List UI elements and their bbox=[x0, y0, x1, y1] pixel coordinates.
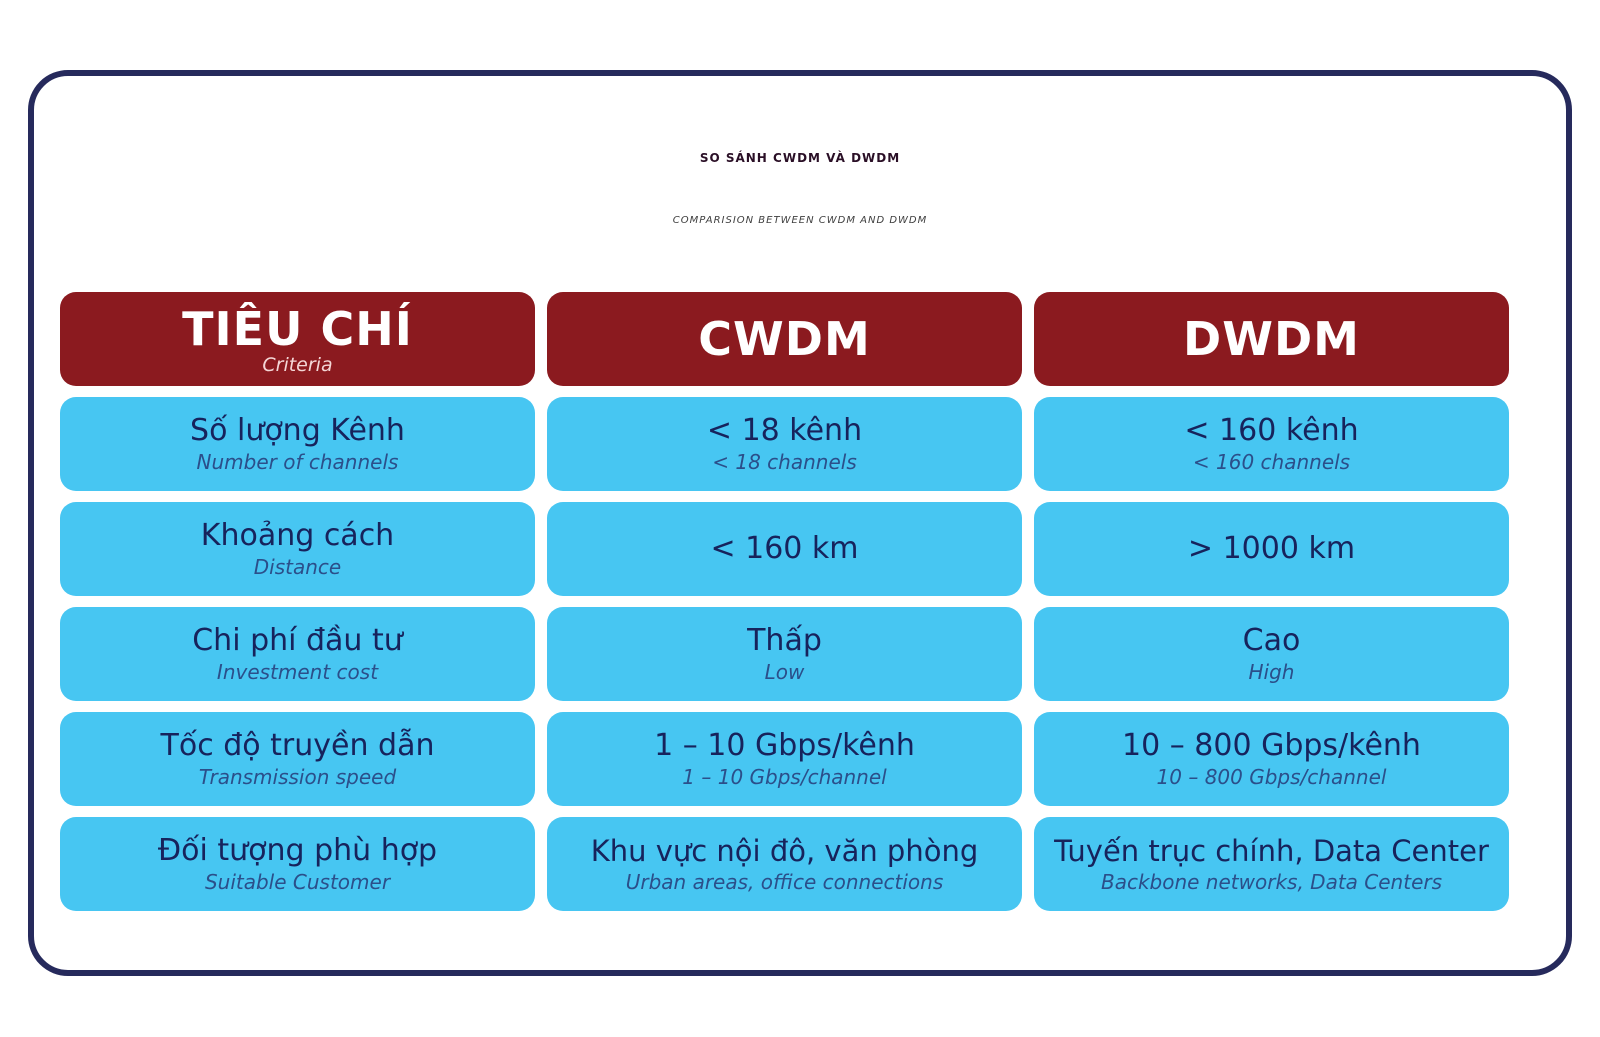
criteria-sub: Investment cost bbox=[216, 660, 379, 684]
cwdm-cell: Khu vực nội đô, văn phòng Urban areas, o… bbox=[547, 817, 1022, 911]
cwdm-sub: 1 – 10 Gbps/channel bbox=[682, 765, 887, 789]
criteria-cell: Số lượng Kênh Number of channels bbox=[60, 397, 535, 491]
header-criteria: TIÊU CHÍ Criteria bbox=[60, 292, 535, 386]
header-dwdm: DWDM bbox=[1034, 292, 1509, 386]
dwdm-cell: Cao High bbox=[1034, 607, 1509, 701]
cwdm-cell: 1 – 10 Gbps/kênh 1 – 10 Gbps/channel bbox=[547, 712, 1022, 806]
page-subtitle: COMPARISION BETWEEN CWDM AND DWDM bbox=[672, 215, 928, 226]
cwdm-sub: Low bbox=[764, 660, 805, 684]
header-criteria-label: TIÊU CHÍ bbox=[182, 302, 413, 356]
header-cwdm-label: CWDM bbox=[698, 312, 871, 366]
dwdm-sub: High bbox=[1248, 660, 1295, 684]
dwdm-cell: Tuyến trục chính, Data Center Backbone n… bbox=[1034, 817, 1509, 911]
criteria-label: Đối tượng phù hợp bbox=[157, 833, 438, 868]
dwdm-cell: > 1000 km bbox=[1034, 502, 1509, 596]
dwdm-sub: 10 – 800 Gbps/channel bbox=[1156, 765, 1387, 789]
dwdm-sub: < 160 channels bbox=[1192, 450, 1351, 474]
cwdm-cell: Thấp Low bbox=[547, 607, 1022, 701]
cwdm-value: Khu vực nội đô, văn phòng bbox=[590, 834, 979, 868]
dwdm-value: > 1000 km bbox=[1187, 531, 1356, 566]
criteria-sub: Suitable Customer bbox=[204, 870, 391, 894]
dwdm-value: Tuyến trục chính, Data Center bbox=[1054, 834, 1489, 868]
header-cwdm: CWDM bbox=[547, 292, 1022, 386]
cwdm-value: < 18 kênh bbox=[706, 413, 863, 448]
cwdm-sub: < 18 channels bbox=[712, 450, 857, 474]
criteria-sub: Distance bbox=[253, 555, 342, 579]
cwdm-sub: Urban areas, office connections bbox=[625, 870, 944, 894]
criteria-sub: Transmission speed bbox=[198, 765, 397, 789]
cwdm-cell: < 18 kênh < 18 channels bbox=[547, 397, 1022, 491]
header-criteria-sub: Criteria bbox=[262, 354, 333, 376]
criteria-cell: Đối tượng phù hợp Suitable Customer bbox=[60, 817, 535, 911]
criteria-label: Số lượng Kênh bbox=[190, 413, 405, 448]
dwdm-sub: Backbone networks, Data Centers bbox=[1100, 870, 1443, 894]
cwdm-value: Thấp bbox=[747, 623, 822, 658]
page-title: SO SÁNH CWDM VÀ DWDM bbox=[699, 151, 901, 165]
criteria-sub: Number of channels bbox=[196, 450, 399, 474]
header-dwdm-label: DWDM bbox=[1183, 312, 1360, 366]
cwdm-value: < 160 km bbox=[710, 531, 859, 566]
criteria-label: Khoảng cách bbox=[200, 518, 395, 553]
cwdm-value: 1 – 10 Gbps/kênh bbox=[654, 728, 915, 763]
dwdm-value: Cao bbox=[1242, 623, 1301, 658]
criteria-cell: Khoảng cách Distance bbox=[60, 502, 535, 596]
dwdm-cell: 10 – 800 Gbps/kênh 10 – 800 Gbps/channel bbox=[1034, 712, 1509, 806]
cwdm-cell: < 160 km bbox=[547, 502, 1022, 596]
criteria-cell: Chi phí đầu tư Investment cost bbox=[60, 607, 535, 701]
criteria-label: Tốc độ truyền dẫn bbox=[160, 728, 435, 763]
dwdm-cell: < 160 kênh < 160 channels bbox=[1034, 397, 1509, 491]
criteria-label: Chi phí đầu tư bbox=[192, 623, 403, 658]
dwdm-value: 10 – 800 Gbps/kênh bbox=[1122, 728, 1421, 763]
dwdm-value: < 160 kênh bbox=[1184, 413, 1359, 448]
criteria-cell: Tốc độ truyền dẫn Transmission speed bbox=[60, 712, 535, 806]
